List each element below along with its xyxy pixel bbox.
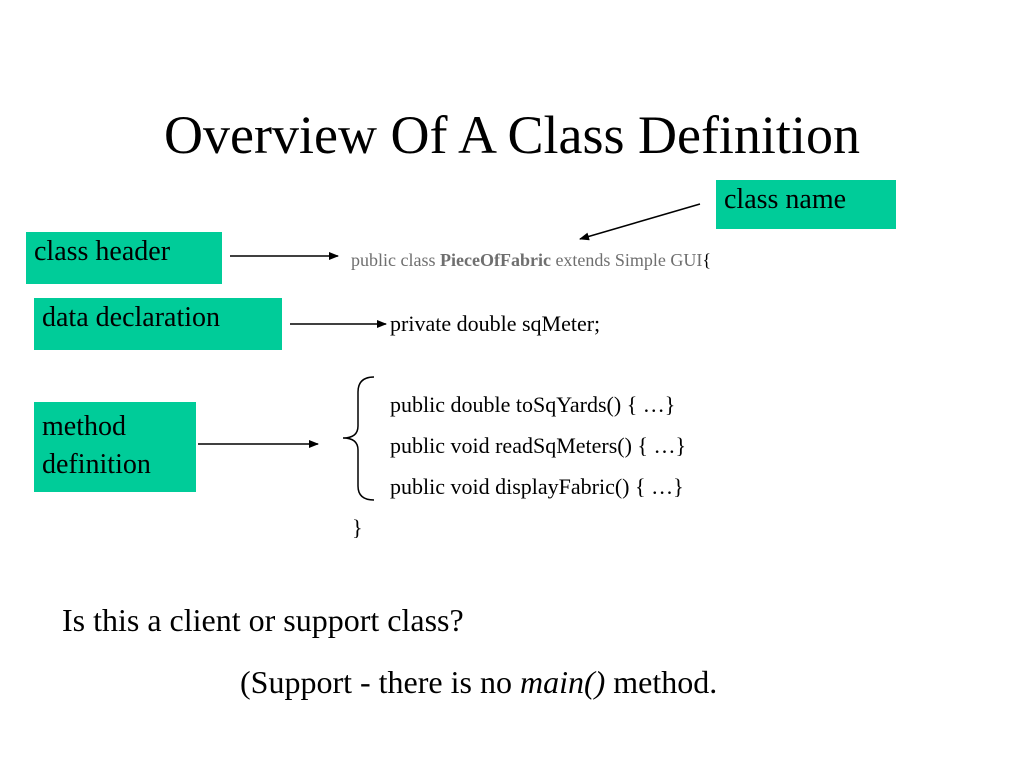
answer-prefix: (Support - there is no [240,664,520,700]
class-name-label-text: class name [724,184,847,215]
answer-emphasis: main() [519,664,606,700]
closing-brace: } [352,515,363,540]
class-header-brace: { [702,250,712,270]
method-definition-label: method definition [34,402,196,492]
method-curly-bracket [342,376,375,501]
method-definition-label-line2: definition [42,449,151,480]
data-declaration-code: private double sqMeter; [390,311,601,336]
method-line: public double toSqYards() { …} [390,392,676,417]
data-declaration-label-text: data declaration [42,302,221,333]
method-line: public void displayFabric() { …} [390,474,684,499]
class-header-prefix: public class [351,250,440,270]
data-declaration-label: data declaration [34,298,282,350]
slide-title: Overview Of A Class Definition [164,105,860,165]
class-header-code: public class PieceOfFabric extends Simpl… [351,248,711,272]
class-name-arrow [579,203,701,241]
method-line: public void readSqMeters() { …} [390,433,687,458]
class-header-suffix: extends Simple GUI [550,250,703,270]
answer-suffix: method. [605,664,718,700]
class-header-label-text: class header [34,236,171,267]
answer-text: (Support - there is no main() method. [240,662,717,702]
class-header-name: PieceOfFabric [439,250,551,270]
method-definition-label-line1: method [42,411,126,442]
class-header-label: class header [26,232,222,284]
question-text: Is this a client or support class? [62,602,464,638]
class-name-label: class name [716,180,896,229]
